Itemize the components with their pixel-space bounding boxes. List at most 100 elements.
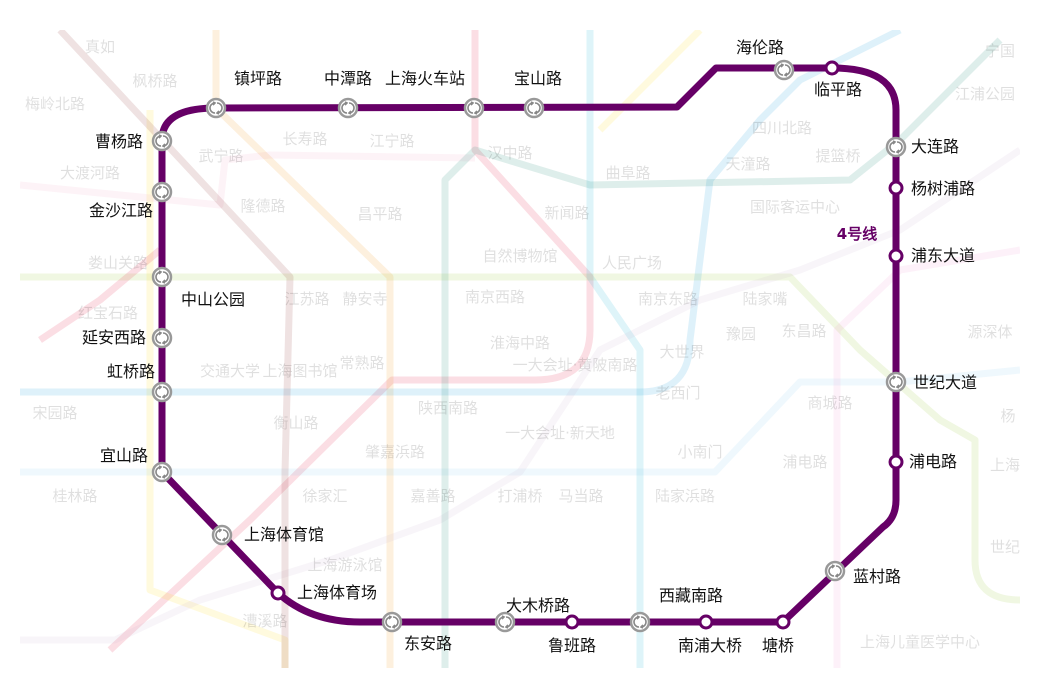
background-station-labels: 真如枫桥路梅岭北路大渡河路娄山关路红宝石路宋园路桂林路武宁路长寿路江宁路隆德路昌… xyxy=(25,38,1020,651)
station-西藏南路[interactable]: 西藏南路 xyxy=(629,586,723,633)
background-station-label: 真如 xyxy=(85,38,115,56)
background-station-label: 陆家浜路 xyxy=(655,487,715,505)
station-镇坪路[interactable]: 镇坪路 xyxy=(205,69,282,119)
transfer-arrows-icon xyxy=(828,564,842,578)
station-marker[interactable] xyxy=(888,454,904,470)
station-世纪大道[interactable]: 世纪大道 xyxy=(885,371,977,393)
station-label[interactable]: 世纪大道 xyxy=(913,373,977,392)
station-海伦路[interactable]: 海伦路 xyxy=(736,38,795,81)
station-label[interactable]: 延安西路 xyxy=(82,328,146,347)
station-marker[interactable] xyxy=(824,60,840,76)
station-中山公园[interactable]: 中山公园 xyxy=(151,266,245,309)
station-marker[interactable] xyxy=(888,180,904,196)
background-station-label: 南京西路 xyxy=(465,288,525,306)
background-station-label: 娄山关路 xyxy=(88,254,148,272)
station-label[interactable]: 东安路 xyxy=(404,634,452,653)
station-延安西路[interactable]: 延安西路 xyxy=(82,327,173,349)
station-marker[interactable] xyxy=(270,585,286,601)
background-station-label: 杨 xyxy=(1000,407,1015,425)
station-上海体育场[interactable]: 上海体育场 xyxy=(270,583,377,602)
station-label[interactable]: 塘桥 xyxy=(762,636,794,655)
station-label[interactable]: 镇坪路 xyxy=(234,69,282,88)
background-station-label: 江苏路 xyxy=(284,290,329,308)
transfer-arrows-icon xyxy=(777,63,791,77)
station-浦电路[interactable]: 浦电路 xyxy=(888,452,957,471)
station-label[interactable]: 浦电路 xyxy=(909,452,957,471)
station-label[interactable]: 蓝村路 xyxy=(853,567,901,586)
station-marker[interactable] xyxy=(775,614,791,630)
station-塘桥[interactable]: 塘桥 xyxy=(762,614,794,655)
station-marker[interactable] xyxy=(564,614,580,630)
background-station-label: 上海游泳馆 xyxy=(307,556,382,574)
station-label[interactable]: 浦东大道 xyxy=(911,246,975,265)
station-marker[interactable] xyxy=(888,248,904,264)
station-上海体育馆[interactable]: 上海体育馆 xyxy=(211,524,324,546)
station-label[interactable]: 鲁班路 xyxy=(548,636,596,655)
left-margin xyxy=(0,0,20,680)
station-宜山路[interactable]: 宜山路 xyxy=(100,446,173,483)
station-label[interactable]: 西藏南路 xyxy=(659,586,723,605)
background-station-label: 红宝石路 xyxy=(78,304,138,322)
station-中潭路[interactable]: 中潭路 xyxy=(324,69,372,119)
background-station-label: 四川北路 xyxy=(752,119,812,137)
station-大连路[interactable]: 大连路 xyxy=(885,136,959,158)
station-大木桥路[interactable]: 大木桥路 xyxy=(494,596,570,633)
top-margin xyxy=(0,0,1050,30)
transfer-arrows-icon xyxy=(633,615,647,629)
background-station-label: 打浦桥 xyxy=(497,487,542,505)
background-metro-line xyxy=(20,147,1022,644)
background-station-label: 天潼路 xyxy=(725,155,770,173)
station-浦东大道[interactable]: 浦东大道 xyxy=(888,246,975,265)
transfer-arrows-icon xyxy=(498,615,512,629)
station-东安路[interactable]: 东安路 xyxy=(381,611,452,653)
background-station-label: 静安寺 xyxy=(342,290,387,308)
transfer-arrows-icon xyxy=(155,134,169,148)
transfer-arrows-icon xyxy=(889,140,903,154)
background-metro-line xyxy=(19,151,476,209)
station-label[interactable]: 杨树浦路 xyxy=(911,179,975,198)
station-宝山路[interactable]: 宝山路 xyxy=(514,69,562,119)
station-杨树浦路[interactable]: 杨树浦路 xyxy=(888,179,975,198)
station-蓝村路[interactable]: 蓝村路 xyxy=(824,560,901,586)
background-station-label: 桂林路 xyxy=(52,487,97,505)
transfer-arrows-icon xyxy=(467,101,481,115)
station-label[interactable]: 大连路 xyxy=(911,137,959,156)
station-label[interactable]: 虹桥路 xyxy=(107,362,155,381)
station-虹桥路[interactable]: 虹桥路 xyxy=(107,362,173,403)
background-metro-line xyxy=(212,30,394,668)
background-station-label: 陆家嘴 xyxy=(742,290,787,308)
background-station-label: 马当路 xyxy=(558,487,603,505)
station-label[interactable]: 临平路 xyxy=(814,80,862,99)
station-label[interactable]: 海伦路 xyxy=(736,38,784,57)
station-label[interactable]: 中潭路 xyxy=(324,69,372,88)
background-metro-line xyxy=(20,366,1021,476)
station-label[interactable]: 宝山路 xyxy=(514,69,562,88)
background-station-label: 宋园路 xyxy=(32,404,77,422)
station-鲁班路[interactable]: 鲁班路 xyxy=(548,614,596,655)
station-label[interactable]: 曹杨路 xyxy=(95,132,143,151)
station-南浦大桥[interactable]: 南浦大桥 xyxy=(678,614,742,655)
station-label[interactable]: 上海火车站 xyxy=(385,69,465,88)
background-station-label: 上海图书馆 xyxy=(262,362,337,380)
background-station-label: 宁国 xyxy=(985,42,1015,60)
station-曹杨路[interactable]: 曹杨路 xyxy=(95,130,173,152)
transfer-arrows-icon xyxy=(155,385,169,399)
station-label[interactable]: 金沙江路 xyxy=(89,201,153,220)
transfer-arrows-icon xyxy=(385,615,399,629)
background-metro-line xyxy=(146,27,703,668)
station-label[interactable]: 中山公园 xyxy=(181,290,245,309)
background-metro-line xyxy=(441,37,1003,668)
background-station-label: 江浦公园 xyxy=(955,85,1015,103)
station-临平路[interactable]: 临平路 xyxy=(814,60,862,99)
station-label[interactable]: 上海体育馆 xyxy=(244,525,324,544)
station-label[interactable]: 宜山路 xyxy=(100,446,148,465)
station-label[interactable]: 上海体育场 xyxy=(297,583,377,602)
background-station-label: 提篮桥 xyxy=(815,147,860,165)
background-station-label: 浦电路 xyxy=(782,453,827,471)
station-label[interactable]: 大木桥路 xyxy=(506,596,570,615)
station-label[interactable]: 南浦大桥 xyxy=(678,636,742,655)
station-金沙江路[interactable]: 金沙江路 xyxy=(89,181,173,220)
station-上海火车站[interactable]: 上海火车站 xyxy=(385,69,485,119)
station-marker[interactable] xyxy=(698,614,714,630)
